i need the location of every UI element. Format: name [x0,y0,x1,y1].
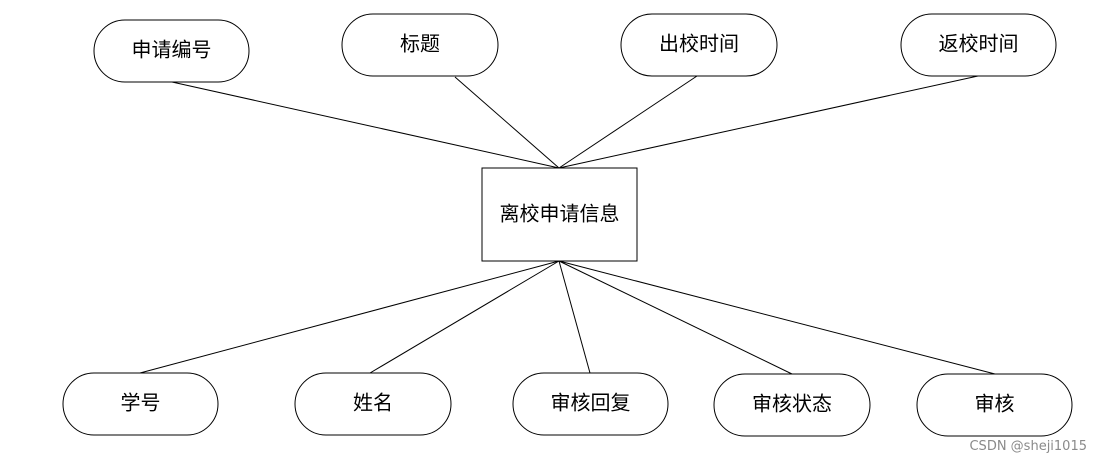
edge-title [454,76,560,169]
attribute-label: 审核回复 [551,391,631,415]
attribute-student-id: 学号 [62,372,219,436]
entity-label: 离校申请信息 [500,202,620,226]
edge-review-reply [558,260,591,374]
attribute-review-status: 审核状态 [713,373,871,437]
attribute-label: 审核状态 [752,392,832,416]
attribute-title: 标题 [341,13,499,77]
attribute-label: 出校时间 [659,32,739,56]
attribute-application-id: 申请编号 [93,19,250,83]
edges [139,75,996,375]
attribute-leave-time: 出校时间 [620,13,778,77]
attribute-name: 姓名 [294,372,452,436]
attribute-review-reply: 审核回复 [512,372,669,436]
edge-application-id [171,81,560,169]
edge-return-time [558,75,979,169]
edge-student-id [139,260,560,374]
attribute-return-time: 返校时间 [900,13,1057,77]
edge-review-status [558,260,793,375]
attribute-label: 审核 [975,392,1015,416]
attribute-label: 返校时间 [939,32,1019,56]
edge-name [369,260,560,374]
attribute-label: 姓名 [353,391,393,415]
attribute-label: 学号 [121,391,161,415]
entity-leave-application: 离校申请信息 [481,167,638,262]
attribute-label: 标题 [400,32,440,56]
watermark-text: CSDN @sheji1015 [969,439,1087,454]
attribute-review: 审核 [916,373,1073,437]
attribute-label: 申请编号 [132,38,212,62]
edge-leave-time [558,75,698,169]
edge-review [558,260,996,375]
